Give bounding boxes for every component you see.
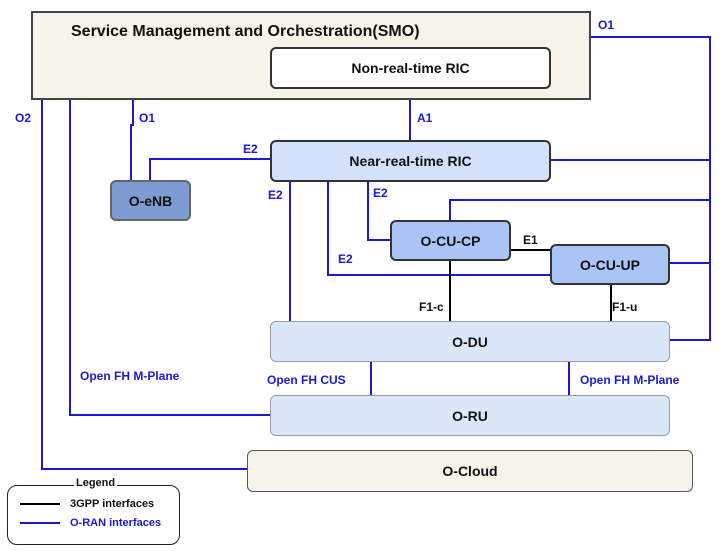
e2-enb-line — [149, 158, 271, 180]
o1-enb-label: O1 — [139, 111, 156, 125]
e2-du-label: E2 — [268, 188, 283, 202]
legend-item-3gpp: 3GPP interfaces — [20, 498, 154, 510]
f1c-label: F1-c — [419, 300, 444, 314]
o-cu-up-box: O-CU-UP — [550, 244, 670, 285]
legend: Legend 3GPP interfaces O-RAN interfaces — [7, 477, 180, 545]
o-enb-box: O-eNB — [110, 180, 191, 221]
o2-label: O2 — [15, 111, 32, 125]
e2-enb-label: E2 — [243, 142, 258, 156]
e1-label: E1 — [523, 233, 538, 247]
e2-cucp-label: E2 — [373, 186, 388, 200]
o1-bus-line — [590, 36, 711, 341]
legend-swatch-oran — [20, 522, 60, 524]
o-du-label: O-DU — [452, 333, 488, 350]
near-rt-ric-label: Near-real-time RIC — [349, 153, 472, 169]
o1-right-label: O1 — [598, 18, 615, 32]
o-cloud-box: O-Cloud — [247, 450, 693, 492]
e2-cuup-line — [327, 181, 551, 276]
smo-title: Service Management and Orchestration(SMO… — [71, 23, 420, 40]
legend-label-oran: O-RAN interfaces — [70, 517, 162, 529]
o-du-box: O-DU — [270, 321, 670, 362]
o-cu-cp-label: O-CU-CP — [420, 232, 481, 249]
o-cu-up-label: O-CU-UP — [580, 256, 640, 273]
legend-label-3gpp: 3GPP interfaces — [70, 498, 155, 510]
o-cu-cp-box: O-CU-CP — [390, 220, 511, 261]
o1-to-o-cu-cp-line — [449, 199, 710, 222]
legend-swatch-3gpp — [20, 503, 60, 505]
open-fh-mplane-right-label: Open FH M-Plane — [580, 373, 680, 387]
legend-title: Legend — [74, 477, 118, 489]
open-fh-mplane-left-line — [69, 100, 271, 416]
legend-item-oran: O-RAN interfaces — [20, 517, 161, 529]
open-fh-mplane-left-label: Open FH M-Plane — [80, 369, 180, 383]
o-ru-label: O-RU — [452, 407, 488, 424]
a1-label: A1 — [417, 111, 433, 125]
o-ru-box: O-RU — [270, 395, 670, 436]
o2-line — [41, 100, 248, 470]
e2-cucp-line — [367, 181, 391, 241]
o-cloud-label: O-Cloud — [442, 463, 498, 479]
open-fh-cus-label: Open FH CUS — [267, 373, 346, 387]
f1u-label: F1-u — [612, 300, 638, 314]
near-rt-ric-box: Near-real-time RIC — [270, 140, 551, 182]
o1-enb-line — [130, 100, 134, 180]
o-enb-label: O-eNB — [128, 192, 173, 209]
non-rt-ric-label: Non-real-time RIC — [351, 60, 470, 76]
non-rt-ric-box: Non-real-time RIC — [270, 47, 551, 89]
e2-cuup-label: E2 — [338, 252, 353, 266]
